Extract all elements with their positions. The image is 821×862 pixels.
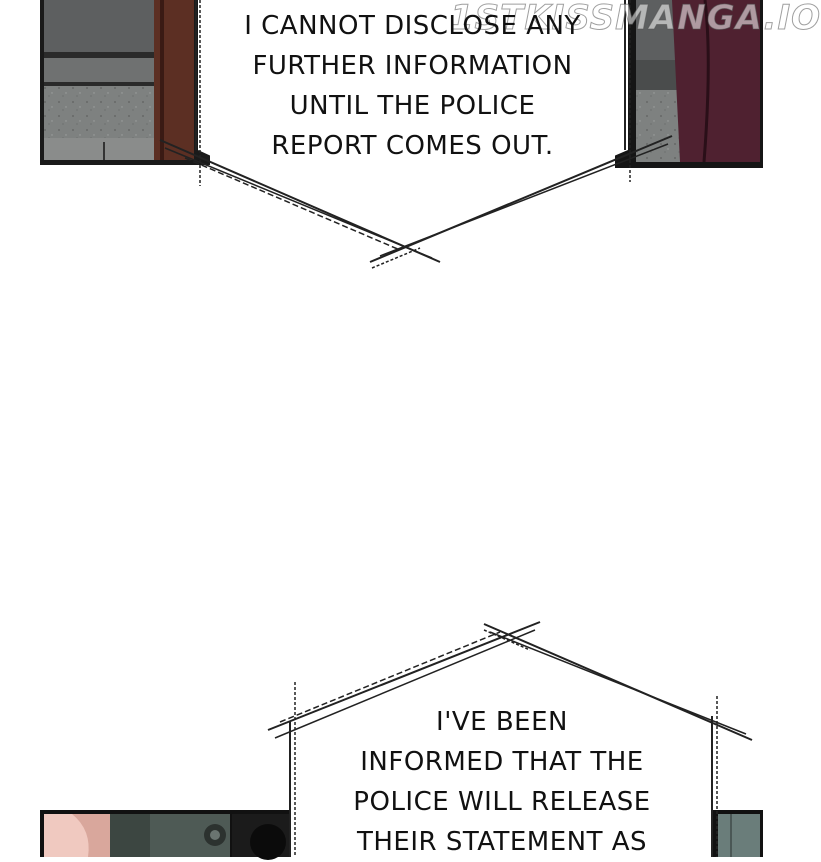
panel-bottom-left — [40, 810, 290, 860]
caption-bottom-line: I'VE BEEN — [436, 707, 568, 737]
panel-bottom-right — [710, 810, 763, 857]
comic-artwork — [40, 0, 763, 860]
caption-top-line: FURTHER INFORMATION — [252, 51, 573, 81]
caption-frame-bottom — [267, 621, 753, 857]
caption-bottom-line: THEIR STATEMENT AS — [356, 827, 648, 857]
caption-top-line: UNTIL THE POLICE — [289, 91, 536, 121]
caption-top: I CANNOT DISCLOSE ANY FURTHER INFORMATIO… — [200, 6, 625, 166]
caption-frame-top — [159, 0, 673, 269]
caption-top-line: I CANNOT DISCLOSE ANY — [244, 11, 581, 41]
caption-bottom-line: POLICE WILL RELEASE — [353, 787, 651, 817]
caption-bottom-line: INFORMED THAT THE — [360, 747, 644, 777]
panel-top-left — [40, 0, 210, 165]
watermark-text: 1STKISSMANGA.IO — [449, 0, 821, 39]
caption-bottom: I'VE BEEN INFORMED THAT THE POLICE WILL … — [296, 702, 708, 862]
panel-top-right — [615, 0, 763, 168]
caption-top-line: REPORT COMES OUT. — [271, 131, 554, 161]
